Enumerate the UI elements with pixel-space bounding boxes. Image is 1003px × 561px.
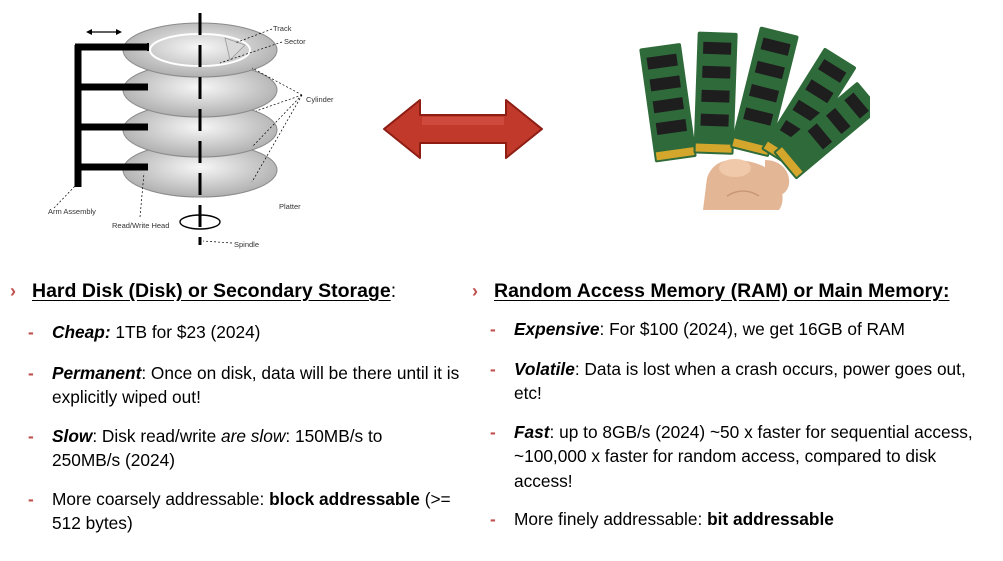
chevron-right-icon: › [10,281,16,301]
label-platter: Platter [279,202,301,211]
label-track: Track [273,24,292,33]
dash-icon: - [490,358,496,379]
ram-heading-text: Random Access Memory (RAM) or Main Memor… [494,280,950,302]
list-item: -Fast: up to 8GB/s (2024) ~50 x faster f… [490,421,973,491]
hard-disk-section: › Hard Disk (Disk) or Secondary Storage:… [10,280,480,536]
ram-modules-photo [639,26,870,210]
ram-heading: › Random Access Memory (RAM) or Main Mem… [472,280,992,303]
hand [703,159,783,210]
ram-bullet-list: -Expensive: For $100 (2024), we get 16GB… [472,317,992,532]
dash-icon: - [490,319,496,339]
label-cylinder: Cylinder [306,95,334,104]
list-item: -Cheap: 1TB for $23 (2024) [10,320,480,345]
ram-stick [639,43,697,163]
ram-stick [730,26,799,157]
hard-disk-heading-text: Hard Disk (Disk) or Secondary Storage [32,280,391,302]
double-arrow-icon [86,29,122,35]
dash-icon: - [490,509,496,529]
label-spindle: Spindle [234,240,259,249]
dash-icon: - [28,488,34,509]
rotation-arrow-icon [179,214,221,230]
ram-stick [773,82,870,179]
dash-icon: - [28,322,34,342]
bidirectional-arrow-icon [383,99,543,159]
list-item: -Slow: Disk read/write are slow: 150MB/s… [28,425,383,471]
ram-stick [693,31,738,155]
dash-icon: - [28,362,34,383]
list-item: -Volatile: Data is lost when a crash occ… [490,358,966,404]
dash-icon: - [28,425,34,446]
hard-disk-heading: › Hard Disk (Disk) or Secondary Storage: [10,280,397,302]
dash-icon: - [490,421,496,442]
label-read-write-head: Read/Write Head [112,221,169,230]
ram-section: › Random Access Memory (RAM) or Main Mem… [472,280,992,532]
label-arm-assembly: Arm Assembly [48,207,96,216]
label-sector: Sector [284,37,306,46]
hard-disk-diagram: Track Sector Cylinder Platter Arm Assemb… [48,13,334,249]
list-item: - More coarsely addressable: block addre… [28,488,451,534]
hard-disk-bullet-list: -Cheap: 1TB for $23 (2024) -Permanent: O… [10,320,480,536]
list-item: -More finely addressable: bit addressabl… [472,507,992,532]
arm-assembly [74,43,148,187]
list-item: -Expensive: For $100 (2024), we get 16GB… [472,317,992,342]
list-item: -Permanent: Once on disk, data will be t… [28,362,460,408]
chevron-right-icon: › [472,281,478,301]
